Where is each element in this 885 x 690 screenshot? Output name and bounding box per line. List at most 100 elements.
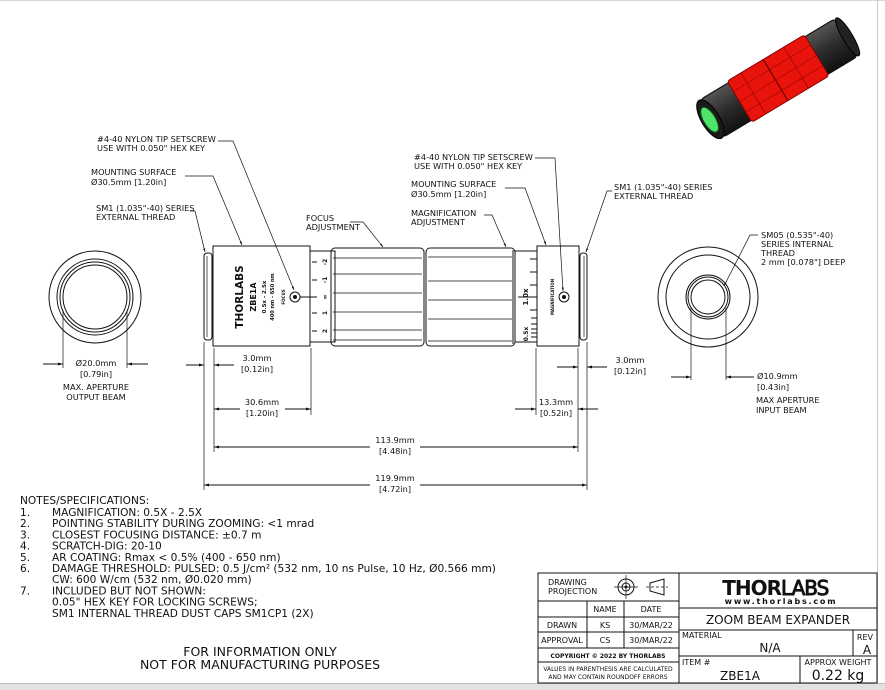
- svg-text:113.9mm: 113.9mm: [375, 435, 414, 445]
- note-text: CW: 600 W/cm (532 nm, Ø0.020 mm): [52, 574, 252, 586]
- svg-text:0.22 kg: 0.22 kg: [812, 668, 865, 684]
- svg-text:[0.12in]: [0.12in]: [241, 364, 273, 374]
- note-number: 2.: [20, 518, 30, 530]
- svg-text:[4.48in]: [4.48in]: [379, 446, 411, 456]
- svg-text:-1: -1: [322, 277, 329, 284]
- input-aperture-dim: Ø10.9mm [0.43in] MAX APERTURE INPUT BEAM: [756, 371, 820, 415]
- callout-left-setscrew: #4-40 NYLON TIP SETSCREW USE WITH 0.050"…: [97, 134, 295, 291]
- body-engraving-left: THORLABS ZBE1A 0.5x - 2.5x 400 nm - 650 …: [234, 265, 286, 328]
- svg-text:-2: -2: [322, 259, 329, 266]
- setscrew-left-icon: [289, 291, 301, 303]
- callout-right-thread: SM1 (1.035"-40) SERIES EXTERNAL THREAD: [585, 182, 713, 253]
- svg-text:INPUT BEAM: INPUT BEAM: [756, 405, 807, 415]
- note-text: MAGNIFICATION: 0.5X - 2.5X: [52, 507, 202, 519]
- svg-text:APPROVAL: APPROVAL: [541, 636, 583, 645]
- svg-text:APPROX WEIGHT: APPROX WEIGHT: [805, 658, 872, 667]
- website: www.thorlabs.com: [725, 597, 838, 606]
- note-text: SCRATCH-DIG: 20-10: [52, 541, 162, 553]
- svg-text:FOCUS: FOCUS: [281, 289, 286, 304]
- svg-text:3.0mm: 3.0mm: [243, 353, 272, 363]
- title-block: DRAWING PROJECTION NAME DATE DRAWN KS 30…: [537, 572, 878, 684]
- svg-text:[0.52in]: [0.52in]: [540, 408, 572, 418]
- note-text: CLOSEST FOCUSING DISTANCE: ±0.7 m: [52, 529, 261, 541]
- note-number: 6.: [20, 563, 30, 575]
- svg-text:MATERIAL: MATERIAL: [682, 631, 722, 640]
- svg-text:30/MAR/22: 30/MAR/22: [629, 621, 673, 630]
- svg-text:ZBE1A: ZBE1A: [720, 669, 761, 683]
- svg-text:SM05 (0.535"-40): SM05 (0.535"-40): [761, 230, 833, 240]
- svg-text:ZBE1A: ZBE1A: [249, 282, 258, 312]
- svg-text:THOR: THOR: [722, 576, 781, 600]
- svg-text:REV: REV: [857, 633, 874, 642]
- end-view-input: [657, 234, 759, 380]
- svg-text:VALUES IN PARENTHESIS ARE CALC: VALUES IN PARENTHESIS ARE CALCULATED: [543, 666, 673, 673]
- svg-text:Ø30.5mm [1.20in]: Ø30.5mm [1.20in]: [411, 189, 486, 199]
- svg-text:AND MAY CONTAIN ROUNDOFF ERROR: AND MAY CONTAIN ROUNDOFF ERRORS: [548, 674, 667, 681]
- setscrew-right-icon: [558, 291, 570, 303]
- svg-text:NOT FOR MANUFACTURING PURPOSES: NOT FOR MANUFACTURING PURPOSES: [140, 657, 380, 672]
- svg-text:[1.20in]: [1.20in]: [246, 408, 278, 418]
- svg-text:N/A: N/A: [759, 641, 781, 655]
- note-text: 0.05" HEX KEY FOR LOCKING SCREWS;: [52, 597, 258, 609]
- svg-text:119.9mm: 119.9mm: [375, 473, 414, 483]
- notes-list: 1. MAGNIFICATION: 0.5X - 2.5X 2. POINTING S…: [20, 507, 496, 620]
- callout-right-mounting: MOUNTING SURFACE Ø30.5mm [1.20in]: [411, 179, 547, 246]
- svg-text:EXTERNAL THREAD: EXTERNAL THREAD: [96, 212, 175, 222]
- note-text: POINTING STABILITY DURING ZOOMING: <1 mr…: [52, 518, 314, 530]
- svg-text:USE WITH 0.050" HEX KEY: USE WITH 0.050" HEX KEY: [97, 143, 206, 153]
- svg-text:DATE: DATE: [641, 605, 662, 614]
- svg-text:MAX. APERTURE: MAX. APERTURE: [63, 382, 129, 392]
- svg-text:MAGNIFICATION: MAGNIFICATION: [411, 208, 476, 218]
- focus-scale-ticks: [300, 261, 317, 332]
- notes-specifications: NOTES/SPECIFICATIONS: 1. MAGNIFICATION: 0…: [20, 495, 496, 620]
- svg-text:1.0x: 1.0x: [522, 288, 530, 305]
- callout-left-mounting: MOUNTING SURFACE Ø30.5mm [1.20in]: [91, 167, 243, 246]
- svg-text:COPYRIGHT © 2022 BY THORLABS: COPYRIGHT © 2022 BY THORLABS: [551, 653, 666, 660]
- side-view-body: [203, 245, 588, 347]
- note-number: 4.: [20, 541, 30, 553]
- svg-text:[4.72in]: [4.72in]: [379, 484, 411, 494]
- svg-text:2: 2: [322, 329, 329, 333]
- product-render: [696, 17, 861, 140]
- svg-text:∞: ∞: [322, 295, 329, 300]
- svg-text:ADJUSTMENT: ADJUSTMENT: [306, 222, 361, 232]
- notes-heading: NOTES/SPECIFICATIONS:: [20, 495, 149, 507]
- svg-text:Ø30.5mm [1.20in]: Ø30.5mm [1.20in]: [91, 177, 166, 187]
- svg-text:DRAWN: DRAWN: [547, 621, 577, 630]
- svg-text:#4-40 NYLON TIP SETSCREW: #4-40 NYLON TIP SETSCREW: [414, 152, 533, 162]
- note-number: 5.: [20, 552, 30, 564]
- svg-text:KS: KS: [600, 621, 610, 630]
- svg-text:MAX APERTURE: MAX APERTURE: [756, 395, 820, 405]
- svg-text:2 mm [0.078"] DEEP: 2 mm [0.078"] DEEP: [761, 257, 845, 267]
- svg-text:30/MAR/22: 30/MAR/22: [629, 636, 673, 645]
- note-text: SM1 INTERNAL THREAD DUST CAPS SM1CP1 (2X…: [52, 608, 314, 620]
- third-angle-projection-icon: [614, 575, 668, 599]
- svg-text:THREAD: THREAD: [760, 248, 795, 258]
- drawing-title: ZOOM BEAM EXPANDER: [706, 613, 850, 627]
- svg-text:DRAWING: DRAWING: [548, 578, 587, 587]
- note-number: 3.: [20, 529, 30, 541]
- callout-left-thread: SM1 (1.035"-40) SERIES EXTERNAL THREAD: [96, 203, 206, 253]
- note-number: 1.: [20, 507, 30, 519]
- svg-text:OUTPUT BEAM: OUTPUT BEAM: [66, 392, 125, 402]
- focus-scale-labels: -2 -1 ∞ 1 2: [322, 259, 329, 333]
- svg-text:LABS: LABS: [781, 576, 829, 600]
- svg-text:ITEM #: ITEM #: [682, 658, 711, 667]
- callout-magnification: MAGNIFICATION ADJUSTMENT: [411, 208, 507, 248]
- svg-text:[0.12in]: [0.12in]: [614, 366, 646, 376]
- svg-text:#4-40 NYLON TIP SETSCREW: #4-40 NYLON TIP SETSCREW: [97, 134, 216, 144]
- svg-text:FOR INFORMATION ONLY: FOR INFORMATION ONLY: [183, 644, 337, 659]
- end-view-output: [43, 250, 148, 368]
- svg-text:0.5x - 2.5x: 0.5x - 2.5x: [262, 280, 268, 313]
- svg-text:ADJUSTMENT: ADJUSTMENT: [411, 217, 466, 227]
- svg-text:Ø20.0mm: Ø20.0mm: [76, 358, 117, 368]
- svg-text:MOUNTING SURFACE: MOUNTING SURFACE: [411, 179, 496, 189]
- note-text: AR COATING: Rmax < 0.5% (400 - 650 nm): [52, 552, 281, 564]
- note-text: INCLUDED BUT NOT SHOWN:: [52, 585, 206, 597]
- callout-focus: FOCUS ADJUSTMENT: [306, 213, 384, 248]
- svg-text:EXTERNAL THREAD: EXTERNAL THREAD: [614, 191, 693, 201]
- svg-text:3.0mm: 3.0mm: [616, 355, 645, 365]
- svg-text:NAME: NAME: [593, 605, 616, 614]
- svg-text:MAGNIFICATION: MAGNIFICATION: [550, 279, 555, 315]
